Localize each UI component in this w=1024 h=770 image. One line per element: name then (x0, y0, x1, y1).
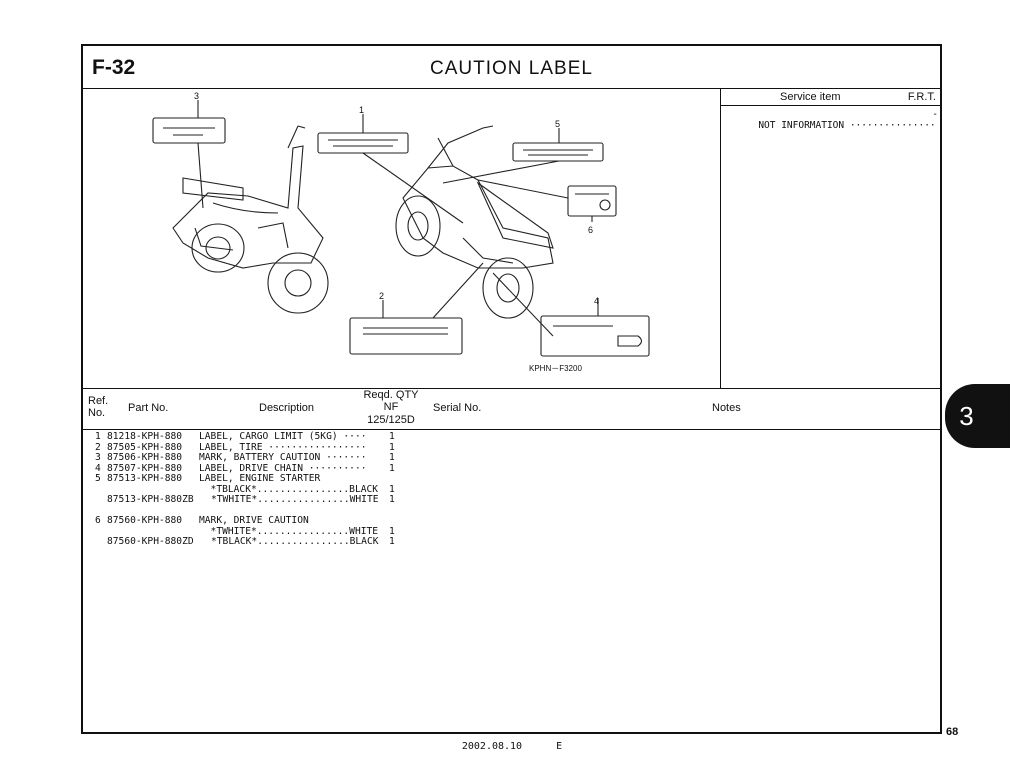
scooter-right-drawing (395, 125, 554, 319)
callout-3: 3 (194, 91, 199, 101)
drawing-code: KPHN－F3200 (529, 364, 582, 373)
description-heading: Description (259, 402, 315, 414)
footer-date: 2002.08.10 (461, 741, 523, 752)
page-title: CAUTION LABEL (430, 58, 593, 79)
notes-heading: Notes (712, 402, 741, 414)
scooter-diagram: 3 1 5 6 2 4 KPHN－F3200 (152, 91, 650, 373)
label-6-drawing (567, 185, 617, 217)
service-header: Service item F.R.T. (720, 88, 942, 106)
callout-5: 5 (555, 119, 560, 129)
label-4-drawing (540, 315, 650, 357)
page-number: 68 (946, 726, 959, 738)
label-2-drawing (349, 317, 463, 355)
service-row-text: NOT INFORMATION ··············· (758, 120, 936, 131)
frt-heading: F.R.T. (907, 91, 936, 103)
nf-heading: NF (383, 401, 399, 413)
footer-edition: E (556, 741, 563, 752)
label-1-drawing (317, 132, 409, 154)
callout-6: 6 (588, 225, 593, 235)
section-tab: 3 (945, 384, 1010, 448)
scooter-left-drawing (172, 125, 329, 314)
parts-table-header: Ref. No. Part No. Description Reqd. QTY … (83, 388, 940, 430)
service-row: NOT INFORMATION ··············· - (724, 109, 938, 153)
label-5-drawing (512, 142, 604, 162)
serial-no-heading: Serial No. (433, 402, 482, 414)
label-3-drawing (152, 117, 226, 144)
reqd-qty-heading: Reqd. QTY (363, 389, 419, 401)
callout-4: 4 (594, 296, 599, 306)
service-item-heading: Service item (780, 91, 841, 103)
exploded-illustration: 3 1 5 6 2 4 KPHN－F3200 (83, 88, 721, 388)
ref-no-heading: Ref. No. (88, 395, 109, 419)
parts-page-frame: F-32 CAUTION LABEL (81, 44, 942, 734)
service-row-frt: - (932, 109, 938, 120)
part-no-heading: Part No. (128, 402, 169, 414)
figure-code: F-32 (92, 56, 136, 79)
service-items-panel: Service item F.R.T. NOT INFORMATION ····… (720, 88, 942, 388)
callout-1: 1 (359, 105, 364, 115)
page-footer: 2002.08.10 E (0, 741, 1024, 752)
model-heading: 125/125D (367, 414, 415, 426)
page-header: F-32 CAUTION LABEL (83, 46, 940, 89)
callout-2: 2 (379, 291, 384, 301)
